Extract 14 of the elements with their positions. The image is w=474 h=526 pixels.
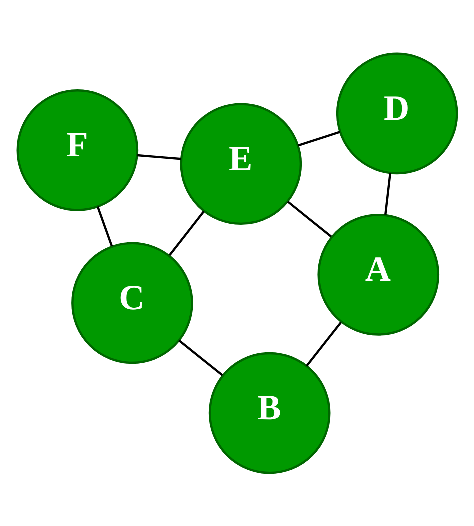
connector <box>96 206 113 246</box>
connector <box>137 154 181 160</box>
connector <box>384 172 392 215</box>
connector <box>168 210 204 256</box>
connector <box>306 321 342 366</box>
connector <box>178 339 223 376</box>
node-circle: B <box>208 352 330 474</box>
node-circle: F <box>16 89 138 211</box>
node-circle: E <box>180 102 302 225</box>
node-circle: D <box>336 52 458 174</box>
connector <box>286 200 332 238</box>
node-circle: A <box>317 214 440 336</box>
connector <box>298 130 340 146</box>
node-circle: C <box>71 242 193 364</box>
